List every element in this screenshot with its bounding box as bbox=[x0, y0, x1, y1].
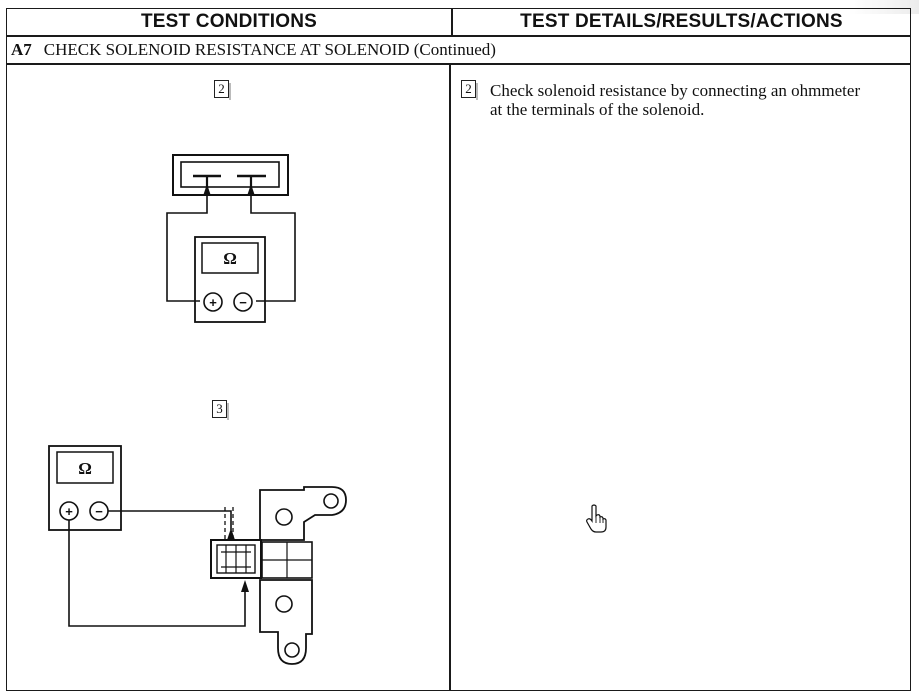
plus-label-fig2: + bbox=[209, 295, 217, 310]
figure-step-2-label: 2 bbox=[214, 80, 231, 100]
section-heading: A7 CHECK SOLENOID RESISTANCE AT SOLENOID… bbox=[11, 38, 496, 62]
minus-label-fig2: − bbox=[239, 295, 247, 310]
probe-arrow-left bbox=[203, 184, 211, 196]
connector-housing-inner bbox=[180, 161, 280, 188]
connector-housing-outer bbox=[172, 154, 289, 196]
solenoid-connector bbox=[210, 539, 262, 579]
hand-pointer-icon bbox=[586, 504, 607, 533]
lead-negative bbox=[250, 196, 296, 302]
section-divider bbox=[7, 63, 910, 65]
detail-step-2-text: Check solenoid resistance by connecting … bbox=[490, 81, 861, 119]
lower-bracket-hole bbox=[284, 642, 300, 658]
figure-step-3-label: 3 bbox=[212, 400, 229, 420]
ohmmeter-body bbox=[194, 236, 266, 323]
meter-jack-negative bbox=[233, 292, 253, 312]
body-column-divider bbox=[449, 64, 451, 691]
procedure-table: TEST CONDITIONS TEST DETAILS/RESULTS/ACT… bbox=[6, 8, 911, 691]
lead-negative-fig3 bbox=[108, 510, 232, 530]
probe-arrow-positive-fig3 bbox=[241, 580, 249, 592]
minus-label-fig3: − bbox=[95, 504, 103, 519]
probe-arrow-negative-fig3 bbox=[227, 528, 235, 540]
section-title: CHECK SOLENOID RESISTANCE AT SOLENOID (C… bbox=[43, 40, 496, 59]
page-corner-shadow bbox=[849, 0, 919, 14]
figure-3-solenoid-diagram bbox=[48, 445, 347, 665]
column-header-test-details: TEST DETAILS/RESULTS/ACTIONS bbox=[520, 11, 843, 32]
ohm-symbol-fig2: Ω bbox=[223, 249, 237, 268]
lead-positive-fig3 bbox=[68, 520, 246, 627]
solenoid-upper-bracket bbox=[259, 486, 347, 541]
ohmmeter-display bbox=[201, 242, 259, 274]
detail-step-2-label: 2 bbox=[461, 80, 478, 100]
meter-jack-positive bbox=[203, 292, 223, 312]
probe-arrow-right bbox=[247, 184, 255, 196]
ohm-symbol-fig3: Ω bbox=[78, 459, 92, 478]
upper-bracket-hole bbox=[323, 493, 339, 509]
solenoid-lower-bracket bbox=[259, 579, 313, 665]
column-header-test-conditions: TEST CONDITIONS bbox=[140, 11, 318, 32]
upper-mount-hole bbox=[275, 508, 293, 526]
lead-positive bbox=[166, 196, 208, 302]
lower-mount-hole bbox=[275, 595, 293, 613]
section-code: A7 bbox=[11, 40, 32, 59]
figure-2-connector-diagram bbox=[166, 154, 296, 323]
ohmmeter-display-fig3 bbox=[56, 451, 114, 484]
plus-label-fig3: + bbox=[65, 504, 73, 519]
header-column-divider bbox=[451, 9, 453, 37]
header-divider bbox=[7, 35, 910, 37]
ohmmeter-body-fig3 bbox=[48, 445, 122, 531]
